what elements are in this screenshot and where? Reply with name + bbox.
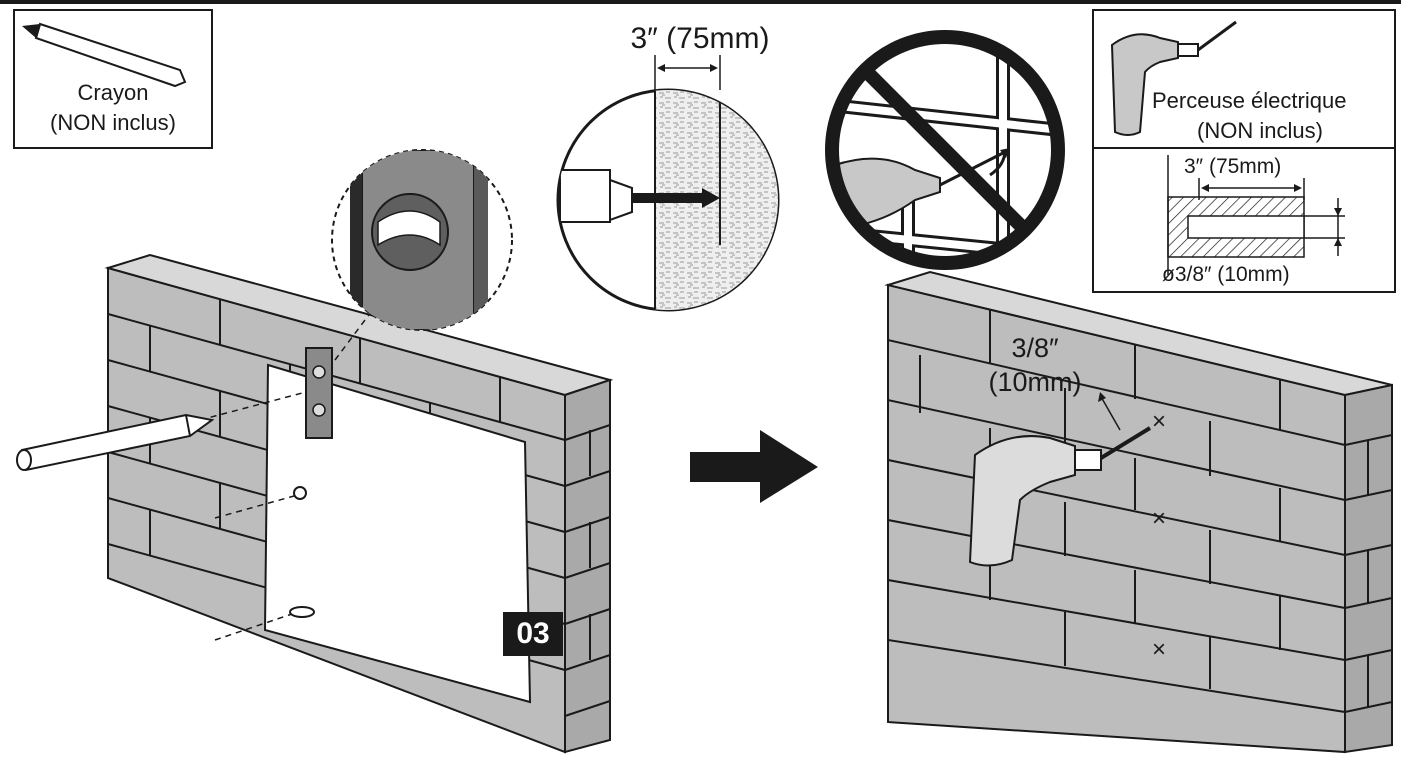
pencil-drawing <box>16 413 215 472</box>
wall-bracket <box>305 347 333 439</box>
electric-drill-icon <box>1110 20 1237 136</box>
hole-mark-1: × <box>1152 408 1166 435</box>
pencil-not-included-note: (NON inclus) <box>50 110 176 135</box>
hole-marks: × × × <box>1152 408 1166 663</box>
pencil-box <box>13 9 213 149</box>
left-brick-wall <box>16 253 614 754</box>
no-drill-in-mortar-sign <box>825 30 1065 270</box>
drill-size-line2: (10mm) <box>988 367 1082 397</box>
bracket-zoom-detail <box>331 149 513 331</box>
drill-diameter-label: ø3/8″ (10mm) <box>1162 263 1290 286</box>
step-number-badge: 03 <box>503 612 563 656</box>
pencil-label: Crayon <box>77 80 149 105</box>
pencil-icon <box>22 22 187 88</box>
top-border <box>0 0 1401 4</box>
drill-label: Perceuse électrique <box>1152 88 1347 113</box>
drill-size-line1: 3/8″ <box>1011 333 1059 363</box>
hole-mark-3: × <box>1152 636 1166 663</box>
depth-detail-label: 3″ (75mm) <box>630 22 770 55</box>
electric-drill-drawing <box>968 392 1152 567</box>
depth-detail-circle <box>556 55 780 312</box>
next-step-arrow <box>690 430 818 503</box>
drill-depth-label: 3″ (75mm) <box>1184 155 1282 178</box>
drill-not-included-note: (NON inclus) <box>1197 118 1323 143</box>
mounting-template <box>263 363 532 704</box>
right-brick-wall <box>884 270 1393 754</box>
drill-spec-box <box>1092 9 1396 293</box>
hole-mark-2: × <box>1152 505 1166 532</box>
